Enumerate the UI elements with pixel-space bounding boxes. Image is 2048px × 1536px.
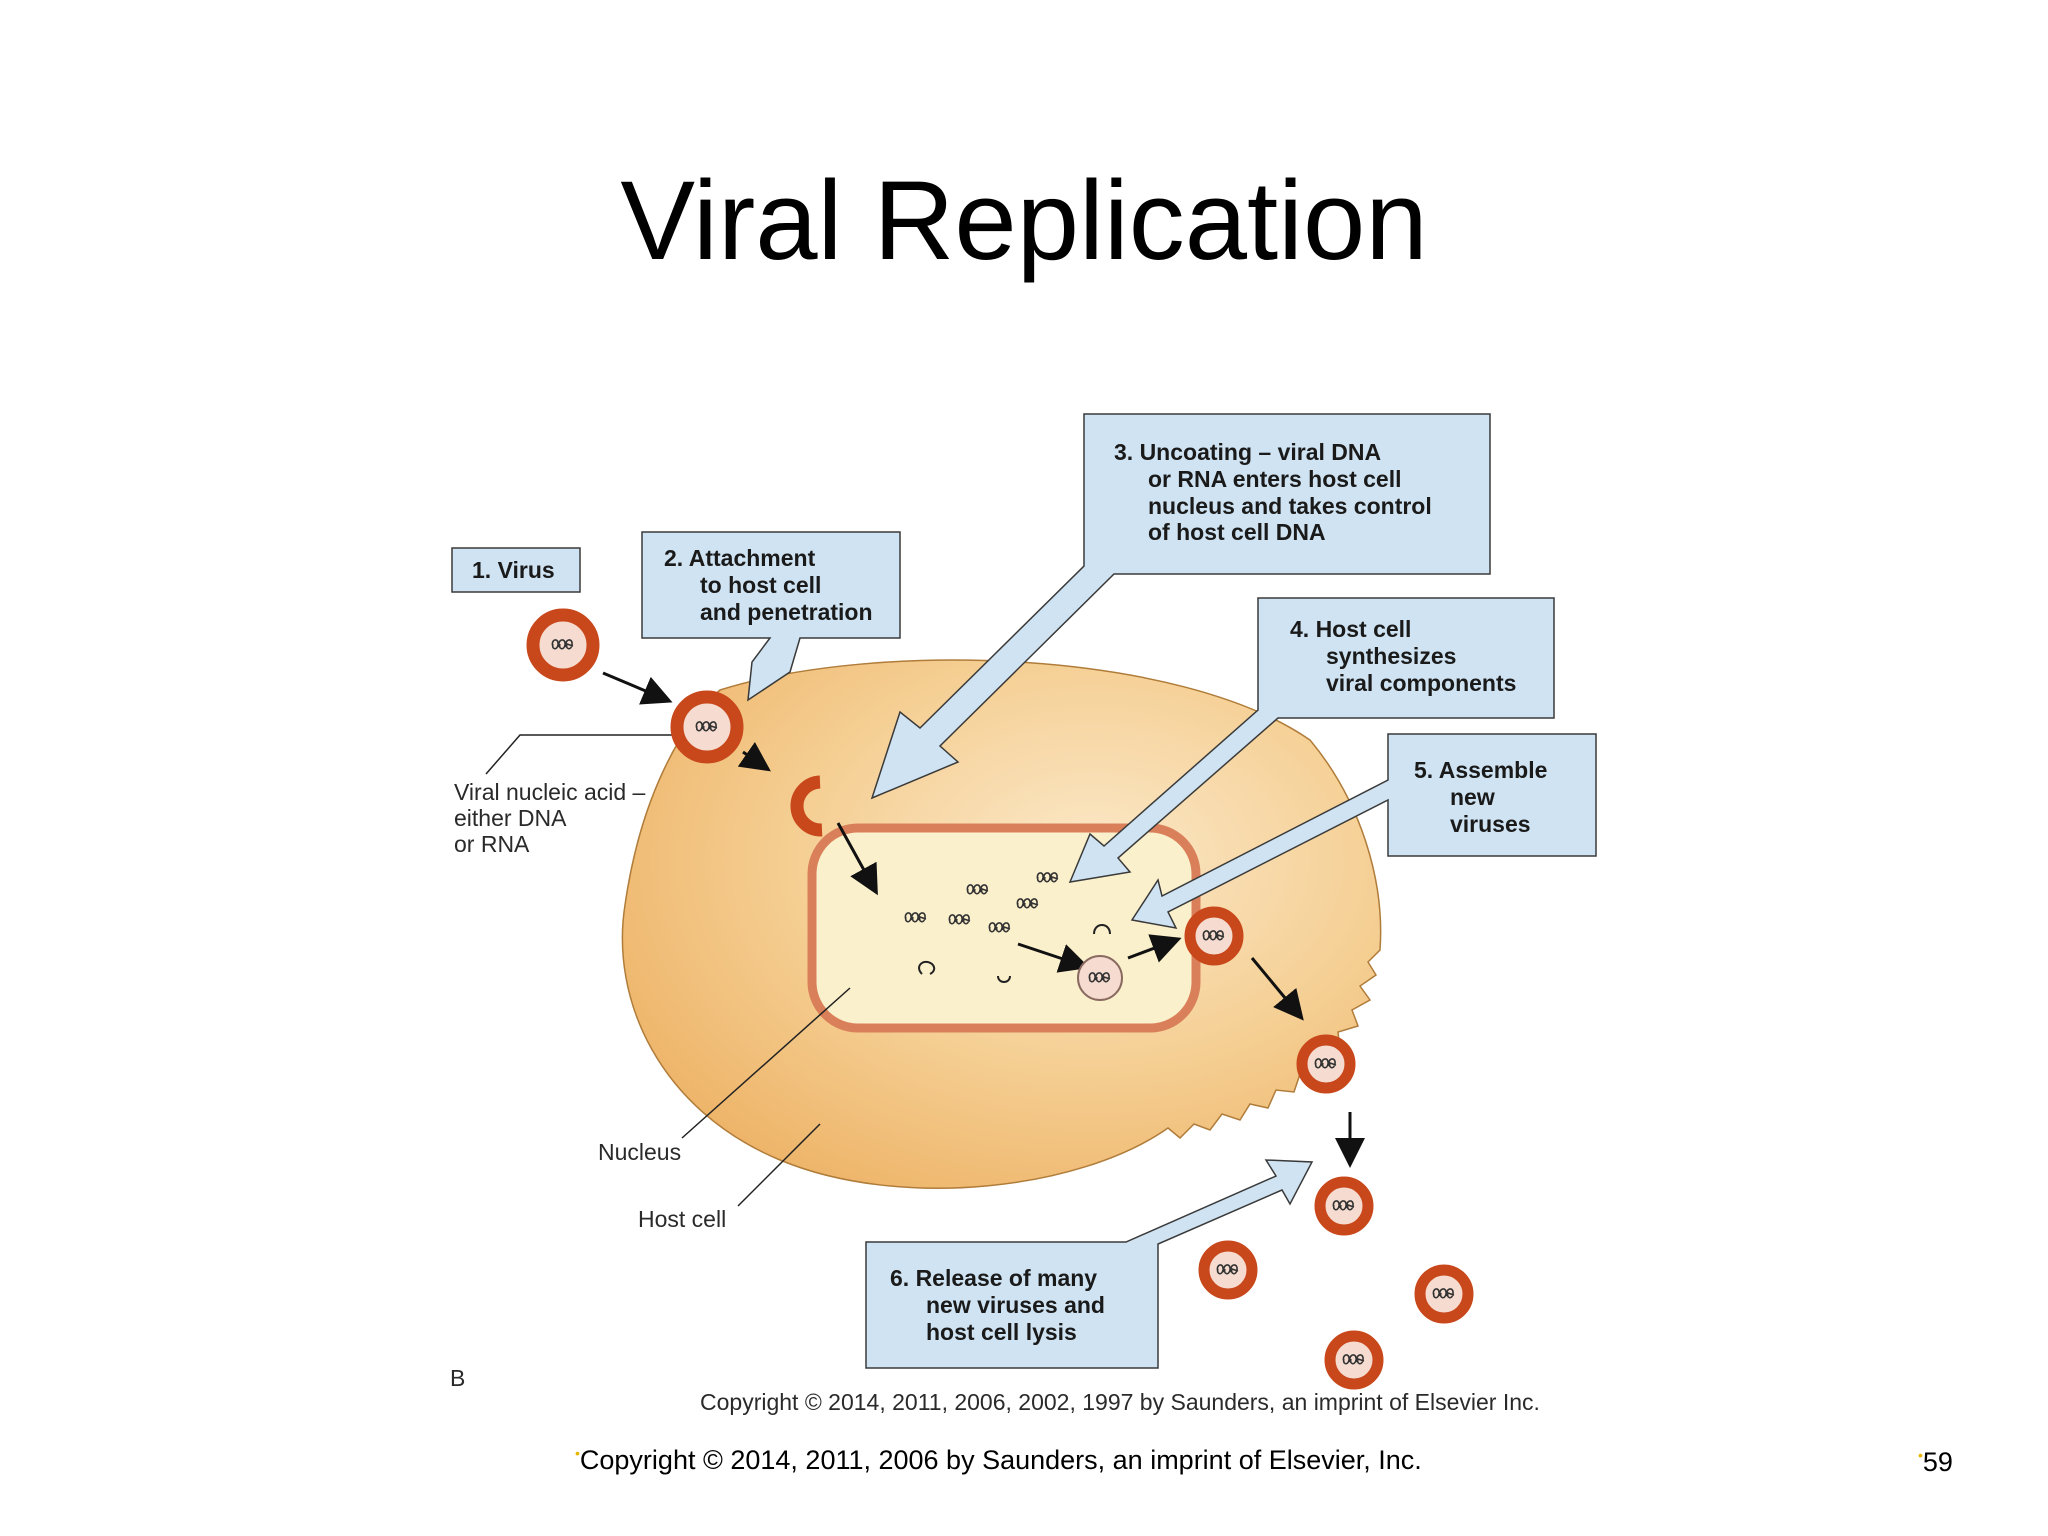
virus-attaching-particle [670, 690, 744, 764]
step6-label: 6. Release of many new viruses and host … [890, 1265, 1111, 1345]
step6-box [865, 1159, 1314, 1369]
arrow-virus-to-attach [602, 671, 673, 705]
arrow-assembly-out [1127, 934, 1182, 963]
step2-box [641, 531, 901, 702]
slide-footer: •Copyright © 2014, 2011, 2006 by Saunder… [575, 1445, 1422, 1476]
arrow-to-assembly [1017, 942, 1090, 973]
step3-box [870, 413, 1491, 800]
image-copyright: Copyright © 2014, 2011, 2006, 2002, 1997… [700, 1389, 1540, 1415]
viral-capsid-fragments [918, 924, 1111, 983]
virus-budding-particle [1184, 906, 1244, 966]
arrow-attach-to-cell [737, 741, 771, 772]
nucleic-acid-label: Viral nucleic acid – either DNA or RNA [454, 779, 652, 857]
step2-label: 2. Attachment to host cell and penetrati… [664, 545, 873, 625]
virus-released-particle [1324, 1330, 1384, 1390]
slide-title: Viral Replication [620, 158, 1428, 283]
page-number-value: 59 [1922, 1447, 1953, 1477]
arrow-to-nucleus [836, 822, 878, 896]
step5-box [1130, 733, 1597, 930]
virus-released-particle [1198, 1240, 1258, 1300]
virus-released-particle [1414, 1264, 1474, 1324]
virus-free-particle [526, 608, 600, 682]
step4-box [1068, 597, 1555, 883]
bullet-icon: • [1918, 1447, 1923, 1463]
host-cell-leader-line [737, 1123, 821, 1207]
step1-box [451, 547, 581, 593]
step1-label: 1. Virus [472, 557, 555, 583]
uncoated-capsid-shell [790, 775, 823, 837]
nucleus-label: Nucleus [598, 1139, 681, 1165]
step4-label: 4. Host cell synthesizes viral component… [1290, 616, 1516, 696]
arrow-to-exit [1250, 957, 1304, 1021]
host-cell-label: Host cell [638, 1206, 726, 1232]
nucleus-leader-line [681, 987, 851, 1139]
virus-exiting-particle [1296, 1034, 1356, 1094]
panel-letter: B [450, 1365, 465, 1391]
page-number: •59 [1918, 1447, 1953, 1478]
step3-label: 3. Uncoating – viral DNA or RNA enters h… [1114, 439, 1438, 545]
bullet-icon: • [575, 1445, 580, 1461]
nucleic-acid-leader-line [485, 734, 700, 775]
step5-label: 5. Assemble new viruses [1414, 757, 1554, 837]
footer-copyright: Copyright © 2014, 2011, 2006 by Saunders… [579, 1445, 1422, 1475]
virus-assembling-particle [1077, 955, 1123, 1001]
virus-released-particle [1314, 1176, 1374, 1236]
